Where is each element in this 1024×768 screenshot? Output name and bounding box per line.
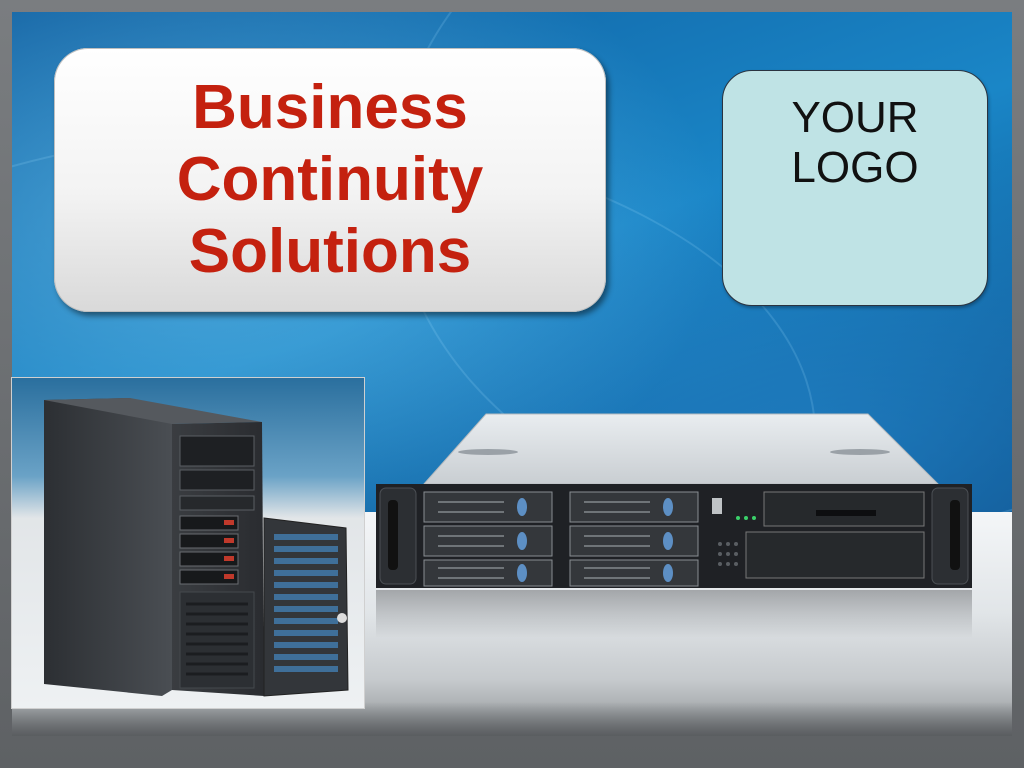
title-line: Business — [192, 73, 468, 142]
tower-server-illustration — [44, 398, 349, 697]
logo-text: LOGO — [791, 143, 919, 192]
rack-server-image — [376, 413, 972, 638]
logo-placeholder: YOUR LOGO — [722, 70, 988, 306]
title-line: Continuity — [176, 145, 484, 214]
title-box: Business Continuity Solutions — [54, 48, 606, 312]
title-line: Solutions — [188, 217, 472, 286]
logo-text: YOUR — [791, 93, 919, 142]
tower-server-image — [12, 378, 364, 708]
